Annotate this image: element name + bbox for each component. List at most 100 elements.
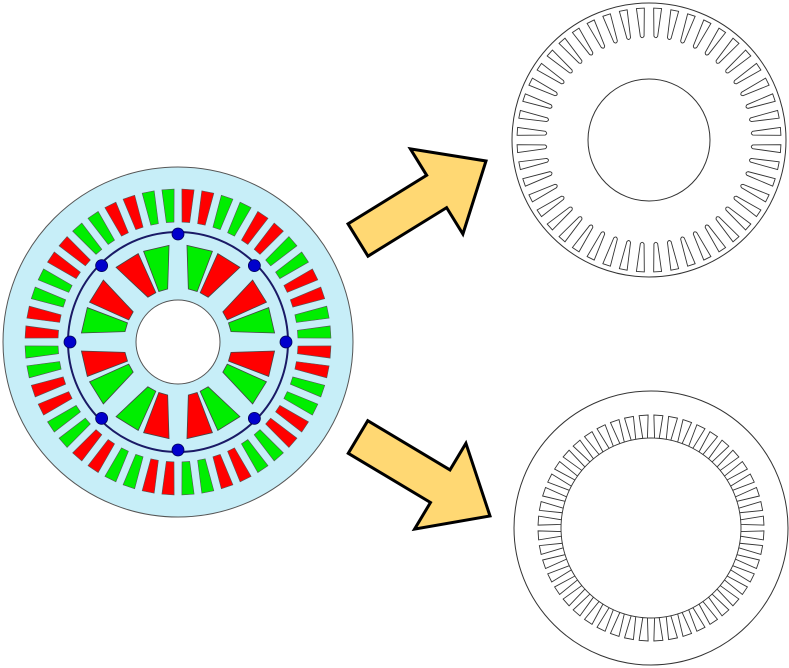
- stator-slot: [181, 188, 195, 223]
- rotor-lamination-slot: [618, 9, 632, 40]
- rotor-lamination-slot: [536, 62, 565, 85]
- rotor-lamination-slot: [692, 19, 712, 49]
- stator-slot: [181, 461, 195, 496]
- stator-slot: [297, 325, 332, 339]
- stator-lamination-slot: [596, 607, 614, 632]
- rotor-lamination-slot: [536, 195, 565, 218]
- stator-lamination-slot: [583, 600, 604, 626]
- stator-lamination-tooth-tip: [562, 547, 566, 555]
- rotor-lamination-slot: [653, 7, 663, 39]
- stator-lamination-tooth-tip: [719, 579, 725, 586]
- stator-slot: [26, 361, 62, 379]
- stator-lamination-slot: [553, 575, 579, 596]
- stator-lamination-outer-edge: [513, 390, 789, 666]
- rotor-pole-coil: [199, 252, 241, 298]
- stator-lamination-slot: [547, 473, 572, 491]
- stator-lamination-slot: [542, 486, 568, 502]
- stator-slot: [212, 453, 234, 490]
- rotor-lamination-slot: [704, 27, 727, 56]
- stator-lamination-slot: [730, 473, 755, 491]
- stator-lamination-outline: [513, 390, 789, 666]
- stator-lamination-slot: [609, 419, 625, 445]
- stator-lamination-tooth-tip: [584, 588, 591, 595]
- stator-lamination-slot: [572, 593, 595, 617]
- stator-slot: [275, 251, 309, 279]
- rotor-lamination-slot: [618, 240, 632, 271]
- stator-lamination-tooth-tip: [711, 588, 718, 595]
- stator-slot: [58, 236, 91, 267]
- stator-lamination-tooth-tip: [736, 547, 740, 555]
- rotor-lamination-slot: [635, 7, 645, 39]
- stator-slot: [104, 447, 129, 483]
- stator-slot: [197, 458, 215, 494]
- stator-lamination-slot: [665, 415, 679, 441]
- stator-slot: [265, 417, 298, 448]
- rotor-lamination-slot: [653, 241, 663, 273]
- stator-slot: [227, 447, 252, 483]
- stator-lamination-tooth-tip: [670, 613, 678, 617]
- rotor-lamination-slot: [586, 19, 606, 49]
- stator-winding-slots: [24, 188, 332, 496]
- stator-lamination-slot: [738, 500, 764, 514]
- stator-lamination-slot: [698, 430, 719, 456]
- arrow-to-rotor-lamination: [345, 146, 488, 259]
- stator-slot: [104, 201, 129, 237]
- stator-lamination-tooth-tip: [702, 596, 709, 602]
- rotor-pole-coil: [222, 363, 268, 405]
- stator-lamination-slot: [542, 554, 568, 570]
- stator-slot: [141, 458, 159, 494]
- rotor-lamination-slot: [680, 236, 696, 267]
- stator-lamination-slot: [734, 554, 760, 570]
- rotor-lamination-slot: [558, 216, 583, 243]
- rotor-lamination-slot: [749, 157, 780, 171]
- stator-slot: [72, 429, 103, 462]
- rotor-lamination-slot: [749, 109, 780, 123]
- rotor-lamination-slot: [725, 206, 752, 231]
- stator-lamination-slot: [547, 565, 572, 583]
- rotor-lamination-slot: [745, 171, 776, 187]
- stator-slot: [253, 429, 284, 462]
- stator-lamination-tooth-tip: [624, 439, 632, 443]
- stator-lamination-slot: [688, 424, 706, 449]
- shaft-bore: [135, 299, 221, 385]
- stator-lamination-tooth-tip: [602, 603, 610, 609]
- rotor-magnet: [247, 411, 261, 425]
- rotor-lamination-slot: [680, 13, 696, 44]
- stator-lamination-tooth-tip: [736, 501, 740, 509]
- stator-lamination-slot: [623, 615, 637, 641]
- rotor-lamination-slot: [750, 144, 782, 154]
- rotor-lamination-slot: [740, 183, 770, 203]
- rotor-lamination-slot: [516, 144, 548, 154]
- rotor-magnet: [171, 227, 185, 241]
- rotor-magnet: [95, 259, 109, 273]
- rotor-pole-coil: [186, 392, 213, 440]
- rotor-lamination-slot: [715, 216, 740, 243]
- rotor-pole-coil: [115, 252, 157, 298]
- rotor-pole-coil: [143, 244, 170, 292]
- stator-lamination-slot: [562, 449, 586, 472]
- rotor-poles: [80, 244, 276, 440]
- stator-lamination-slot: [716, 584, 740, 607]
- stator-lamination-tooth-tip: [659, 616, 667, 619]
- stator-lamination-tooth-tip: [719, 470, 725, 477]
- stator-lamination-tooth-tip: [739, 536, 742, 544]
- rotor-lamination-slot: [528, 183, 558, 203]
- stator-lamination-slot: [623, 415, 637, 441]
- stator-slot: [197, 190, 215, 226]
- rotor-magnet: [171, 443, 185, 457]
- stator-lamination-slot: [572, 439, 595, 463]
- stator-lamination-tooth-tip: [692, 447, 700, 453]
- stator-lamination-slot: [723, 575, 749, 596]
- rotor-magnet: [279, 335, 293, 349]
- stator-slot: [227, 201, 252, 237]
- stator-lamination-slot: [740, 530, 765, 541]
- stator-lamination-slot: [707, 593, 730, 617]
- stator-slot: [265, 236, 298, 267]
- rotor-lamination-slot: [518, 109, 549, 123]
- stator-lamination-slot: [698, 600, 719, 626]
- stator-lamination-slot: [596, 424, 614, 449]
- stator-lamination-slot: [538, 542, 564, 556]
- rotor-pole-coil: [228, 350, 276, 377]
- rotor-lamination-slot: [733, 62, 762, 85]
- stator-lamination-slot: [553, 460, 579, 481]
